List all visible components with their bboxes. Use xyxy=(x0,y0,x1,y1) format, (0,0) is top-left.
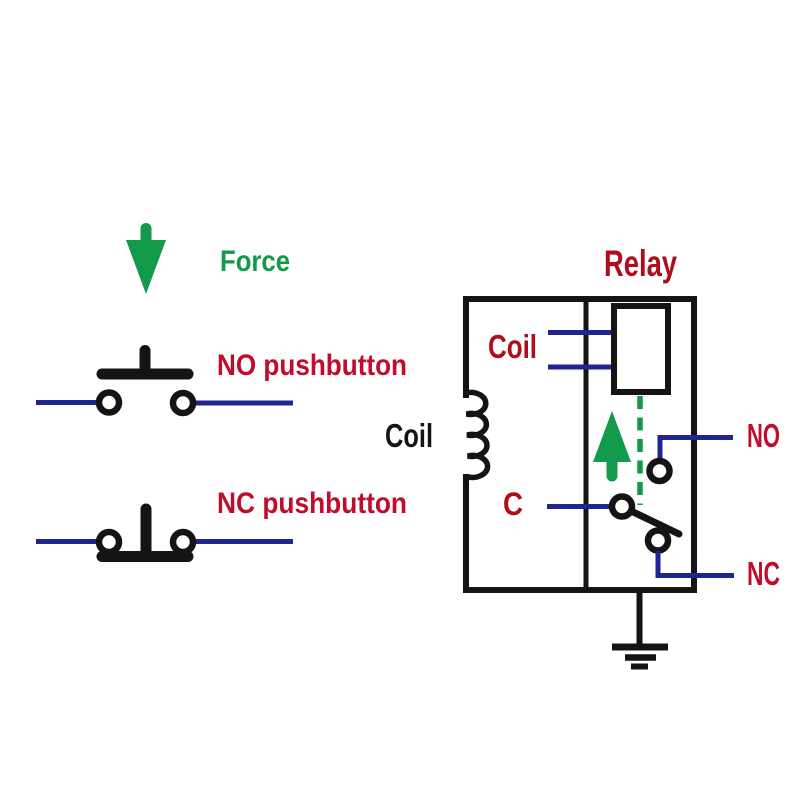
relay-title: Relay xyxy=(604,243,677,284)
switch-pivot-contact xyxy=(608,493,636,520)
relay-circuit: Relay Coil Coil C xyxy=(385,243,780,670)
coil-component-label: Coil xyxy=(385,417,433,454)
nc-pushbutton-right-terminal xyxy=(169,528,197,556)
relay-enclosure-box xyxy=(463,296,697,593)
no-contact xyxy=(646,457,673,485)
normally-closed-label: NC xyxy=(747,555,780,592)
force-label: Force xyxy=(220,245,290,278)
no-pushbutton-symbol: NO pushbutton xyxy=(36,345,407,417)
common-terminal-label: C xyxy=(503,486,523,522)
normally-open-label: NO xyxy=(747,417,780,454)
no-pushbutton-label: NO pushbutton xyxy=(217,349,407,382)
relay-coil-block xyxy=(611,303,671,395)
force-indicator: Force xyxy=(126,223,290,294)
nc-terminal-wire xyxy=(655,551,734,578)
nc-contact xyxy=(644,527,672,554)
nc-pushbutton-label: NC pushbutton xyxy=(217,487,407,520)
switch-blade xyxy=(625,506,683,538)
ground-symbol-icon xyxy=(612,593,668,670)
coil-terminals-label: Coil xyxy=(488,328,537,365)
no-terminal-wire xyxy=(657,435,733,460)
no-pushbutton-right-terminal xyxy=(169,389,197,417)
actuation-up-arrow-icon xyxy=(593,411,631,462)
nc-pushbutton-symbol: NC pushbutton xyxy=(36,487,407,562)
nc-pushbutton-left-terminal xyxy=(95,528,123,556)
force-down-arrow-icon xyxy=(126,240,166,294)
no-pushbutton-left-terminal xyxy=(95,389,123,416)
coil-inductor-icon xyxy=(463,389,491,481)
